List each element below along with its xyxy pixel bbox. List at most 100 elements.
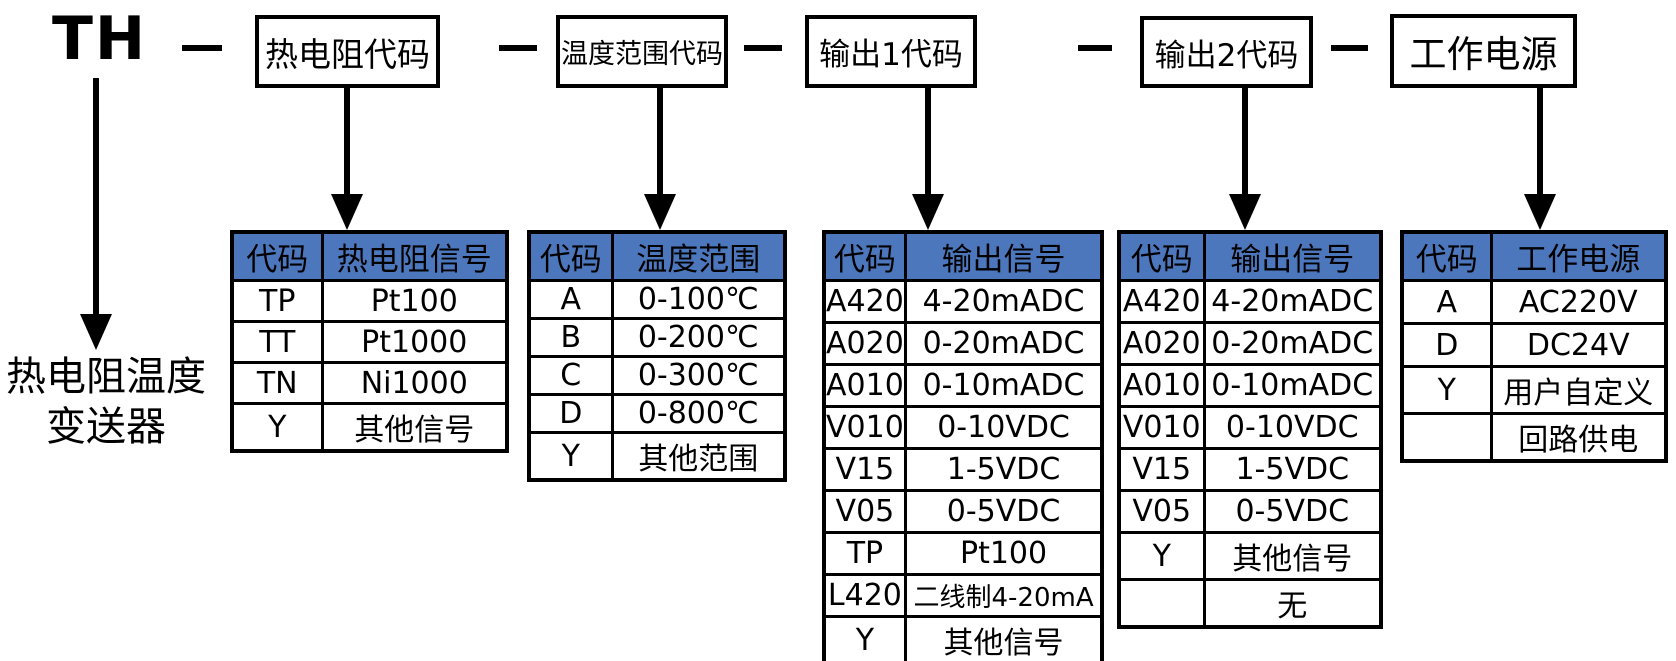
code-cell: Y <box>1117 531 1206 581</box>
segment-box-rtd-code: 热电阻代码 <box>255 15 440 88</box>
column-header: 热电阻信号 <box>320 230 509 282</box>
code-cell: V15 <box>822 447 907 492</box>
down-arrow-icon <box>1229 194 1261 230</box>
code-cell <box>1400 412 1493 463</box>
code-cell: V010 <box>1117 405 1206 450</box>
segment-box-temp-range-code: 温度范围代码 <box>556 15 728 88</box>
dash-separator <box>744 45 782 51</box>
code-cell: Y <box>1400 365 1493 415</box>
down-arrow-line <box>344 88 350 198</box>
down-arrow-icon <box>912 194 944 230</box>
code-cell: TN <box>230 361 324 405</box>
code-cell: TP <box>230 279 324 323</box>
column-header: 代码 <box>822 230 907 282</box>
code-cell: V05 <box>1117 489 1206 534</box>
segment-box-output2-code: 输出2代码 <box>1140 16 1313 88</box>
value-cell: 0-300℃ <box>610 355 787 396</box>
code-cell: A <box>527 279 614 320</box>
table-header-row: 代码输出信号 <box>1117 230 1383 282</box>
segment-label: 热电阻代码 <box>265 34 430 74</box>
value-cell: 0-10VDC <box>903 405 1104 450</box>
code-cell: TT <box>230 320 324 364</box>
column-header: 代码 <box>527 230 614 282</box>
value-cell: 0-10VDC <box>1202 405 1383 450</box>
value-cell: 0-200℃ <box>610 317 787 358</box>
segment-box-power-code: 工作电源 <box>1390 14 1577 88</box>
down-arrow-line <box>1242 88 1248 198</box>
code-cell: Y <box>822 615 907 661</box>
value-cell: 无 <box>1202 578 1383 629</box>
value-cell: Ni1000 <box>320 361 509 405</box>
value-cell: 0-20mADC <box>903 321 1104 366</box>
value-cell: 二线制4-20mA <box>903 573 1104 618</box>
table-header-row: 代码温度范围 <box>527 230 787 282</box>
down-arrow-icon <box>331 194 363 230</box>
column-header: 代码 <box>1400 230 1493 282</box>
code-cell <box>1117 578 1206 629</box>
value-cell: 4-20mADC <box>903 279 1104 324</box>
dash-separator <box>499 45 537 51</box>
code-cell: V05 <box>822 489 907 534</box>
code-cell: D <box>527 393 614 434</box>
table-header-row: 代码输出信号 <box>822 230 1104 282</box>
value-cell: 1-5VDC <box>903 447 1104 492</box>
segment-label: 工作电源 <box>1409 33 1558 76</box>
code-cell: TP <box>822 531 907 576</box>
value-cell: 0-10mADC <box>1202 363 1383 408</box>
segment-box-output1-code: 输出1代码 <box>805 15 977 88</box>
table-header-row: 代码热电阻信号 <box>230 230 509 282</box>
value-cell: 0-5VDC <box>903 489 1104 534</box>
segment-label: 输出1代码 <box>819 37 963 73</box>
code-cell: D <box>1400 322 1493 368</box>
value-cell: Pt100 <box>903 531 1104 576</box>
column-header: 温度范围 <box>610 230 787 282</box>
code-cell: A010 <box>1117 363 1206 408</box>
column-header: 输出信号 <box>1202 230 1383 282</box>
down-arrow-icon <box>80 314 112 350</box>
value-cell: 其他信号 <box>320 402 509 453</box>
value-cell: DC24V <box>1489 322 1668 368</box>
value-cell: 其他范围 <box>610 431 787 482</box>
table-row: 无 <box>1117 578 1383 629</box>
code-cell: A420 <box>1117 279 1206 324</box>
code-cell: Y <box>230 402 324 453</box>
value-cell: 0-5VDC <box>1202 489 1383 534</box>
product-caption-line2: 变送器 <box>46 404 166 450</box>
value-cell: 1-5VDC <box>1202 447 1383 492</box>
table-row: 回路供电 <box>1400 412 1668 463</box>
down-arrow-line <box>925 88 931 198</box>
product-caption: 热电阻温度 变送器 <box>0 352 212 452</box>
model-prefix: TH <box>52 4 148 74</box>
value-cell: 0-100℃ <box>610 279 787 320</box>
column-header: 代码 <box>230 230 324 282</box>
column-header: 代码 <box>1117 230 1206 282</box>
down-arrow-icon <box>644 194 676 230</box>
code-cell: V010 <box>822 405 907 450</box>
